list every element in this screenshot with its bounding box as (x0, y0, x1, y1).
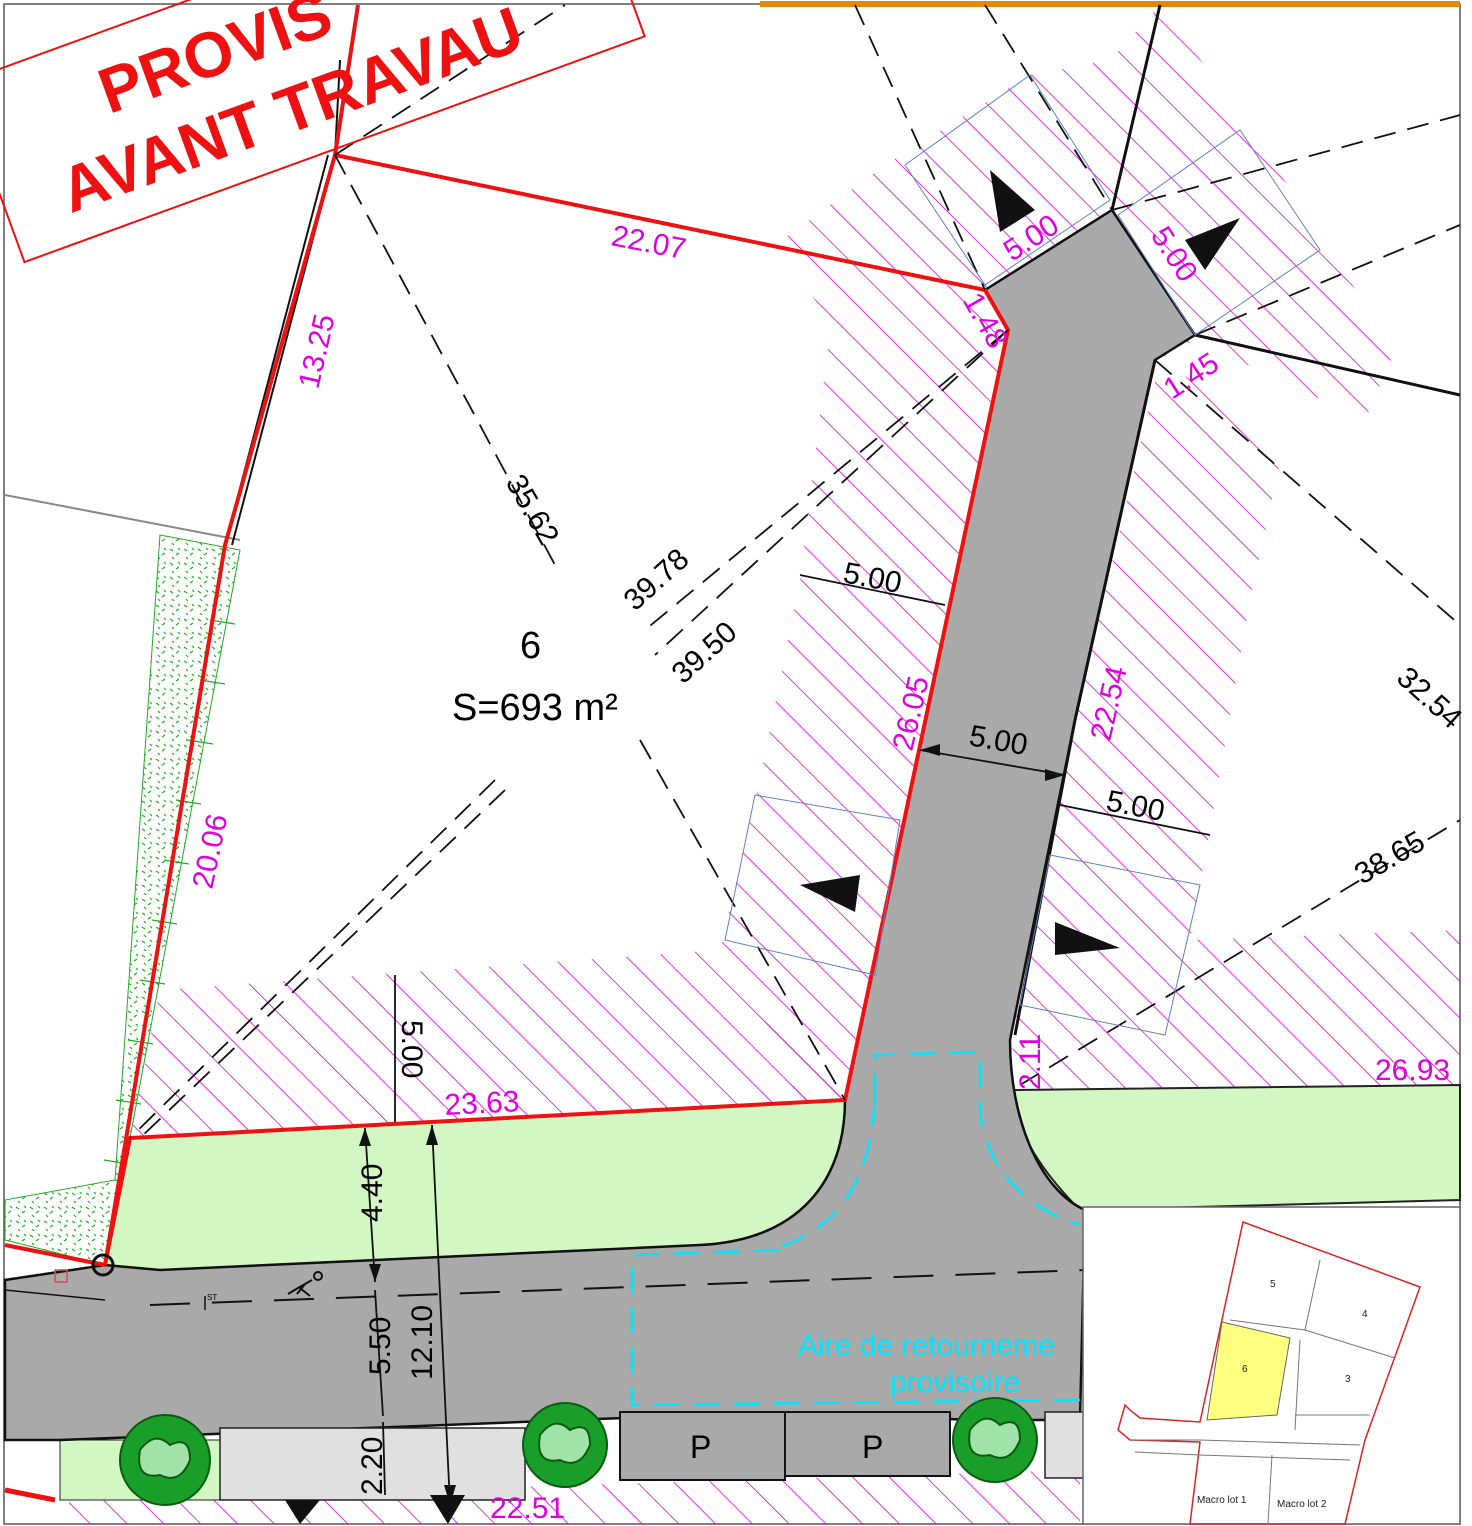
inset-lot-lines (1130, 1259, 1396, 1525)
inset-lot-4: 4 (1362, 1309, 1368, 1320)
access-triangle-3 (800, 875, 860, 912)
inset-lot-6: 6 (1242, 1364, 1248, 1375)
dim-black-11: 5.50 (364, 1317, 397, 1375)
hatch-zone-left-of-road (720, 290, 1008, 1105)
parking-bay-2 (784, 1411, 951, 1477)
green-verge-right (1010, 1083, 1461, 1212)
road-centerline (149, 1269, 1086, 1306)
access-triangles (285, 170, 1240, 1524)
inset-macro-lot-1: Macro lot 1 (1197, 1495, 1247, 1506)
construction-guides (724, 74, 1321, 1036)
inset-macro-lot-2: Macro lot 2 (1277, 1499, 1327, 1510)
parking-label-2: P (862, 1429, 883, 1465)
inset-map: 5 4 6 3 Macro lot 1 Macro lot 2 (1082, 1206, 1461, 1525)
turnaround-label-line2: provisoire (890, 1366, 1020, 1399)
inset-lot-6-highlight (1206, 1321, 1291, 1421)
access-triangle-4 (1055, 922, 1120, 955)
tree-2 (522, 1402, 608, 1488)
street-label: ST (207, 1293, 217, 1302)
dim-magenta-13: 22.51 (490, 1492, 565, 1525)
boundary-red-bottom-left (4, 1243, 106, 1267)
boundary-red-bottom-corner (4, 1487, 56, 1503)
turnaround-label-line1: Aire de retourneme (798, 1329, 1055, 1362)
access-triangle-1 (990, 170, 1035, 232)
hatch-zone-bottom (130, 950, 845, 1138)
dashed-lines (129, 4, 1461, 1139)
dim-black-9: 5.00 (395, 1020, 428, 1078)
survey-marker (91, 1253, 115, 1277)
road-edge-line (4, 1289, 106, 1301)
dim-magenta-11: 2.11 (1014, 1034, 1047, 1090)
boundary-red-top (333, 4, 360, 156)
dim-black-12: 12.10 (406, 1305, 439, 1380)
dim-black-10: 4.40 (356, 1164, 389, 1222)
parking-bay-1 (619, 1411, 786, 1481)
lot-area: S=693 m² (452, 687, 618, 729)
dimension-lines (364, 574, 1211, 1506)
dim-magenta-4: 23.63 (444, 1085, 521, 1122)
access-triangle-5 (285, 1500, 320, 1524)
dim-black-13: 2.20 (356, 1437, 389, 1495)
pavement-block-2 (1044, 1411, 1086, 1479)
hatch-zone-lower-road (60, 1470, 1080, 1524)
turnaround-outline (630, 1050, 1081, 1407)
dim-magenta-12: 26.93 (1375, 1054, 1450, 1087)
access-triangle-2 (1185, 218, 1240, 270)
inset-lot-5: 5 (1270, 1279, 1276, 1290)
pavement-block-1 (219, 1427, 526, 1501)
parking-label-1: P (690, 1429, 711, 1465)
tree-3 (952, 1397, 1038, 1483)
lot-6-boundary (103, 152, 1011, 1266)
pedestrian-icon (287, 1271, 323, 1297)
inset-lot-3: 3 (1345, 1374, 1351, 1385)
hatch-zone-right-of-road (1010, 360, 1460, 1090)
access-triangle-6 (430, 1495, 465, 1524)
tree-1 (119, 1414, 211, 1506)
grass-strip (4, 534, 241, 1266)
lot-number: 6 (520, 625, 541, 667)
neighbor-boundary-gray (4, 494, 241, 541)
utility-box-icon (54, 1269, 68, 1283)
